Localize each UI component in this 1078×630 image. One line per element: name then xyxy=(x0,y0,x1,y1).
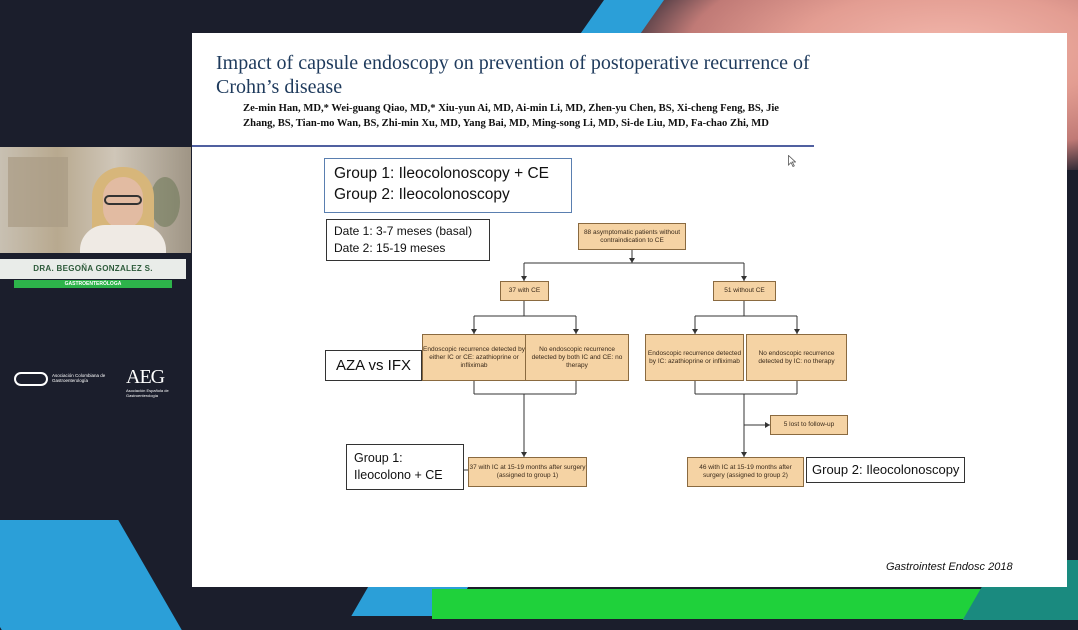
flow-box-group2: 46 with IC at 15-19 months after surgery… xyxy=(687,457,804,487)
group2-annotation: Group 2: Ileocolonoscopy xyxy=(806,457,965,483)
aeg-logo-mark: AEG xyxy=(126,366,165,388)
presenter-name: DRA. BEGOÑA GONZALEZ S. xyxy=(0,259,186,279)
logo-text: Asociación Española de Gastroenterología xyxy=(126,388,169,398)
group2-label: Group 2: Ileocolonoscopy xyxy=(334,186,510,203)
group1-annotation-line1: Group 1: xyxy=(354,451,403,465)
video-background xyxy=(8,157,68,227)
background-stripe xyxy=(0,520,182,630)
slide-authors: Ze-min Han, MD,* Wei-guang Qiao, MD,* Xi… xyxy=(243,103,780,129)
flow-box-with-ce: 37 with CE xyxy=(500,281,549,301)
presenter-video xyxy=(0,147,191,253)
date2-label: Date 2: 15-19 meses xyxy=(334,241,446,255)
flow-box-without-ce: 51 without CE xyxy=(713,281,776,301)
presenter-subtitle: GASTROENTERÓLOGA xyxy=(14,280,172,288)
logo-text: Asociación Colombiana de Gastroenterolog… xyxy=(52,373,106,383)
date1-label: Date 1: 3-7 meses (basal) xyxy=(334,224,473,238)
presentation-slide: Impact of capsule endoscopy on preventio… xyxy=(192,33,1067,587)
aeg-logo: AEG Asociación Española de Gastroenterol… xyxy=(126,366,190,406)
presenter-image xyxy=(80,225,166,253)
flow-box-total: 88 asymptomatic patients without contrai… xyxy=(578,223,686,250)
slide-title: Impact of capsule endoscopy on preventio… xyxy=(216,52,810,98)
group1-label: Group 1: Ileocolonoscopy + CE xyxy=(334,165,549,182)
flow-box-ce-recurrence: Endoscopic recurrence detected by either… xyxy=(422,334,526,381)
journal-citation: Gastrointest Endosc 2018 xyxy=(886,561,1013,573)
mouse-cursor-icon xyxy=(788,155,796,167)
group1-annotation: Group 1: Ileocolono + CE xyxy=(346,444,464,490)
flow-box-lost: 5 lost to follow-up xyxy=(770,415,848,435)
group1-annotation-line2: Ileocolono + CE xyxy=(354,468,443,482)
dates-annotation: Date 1: 3-7 meses (basal) Date 2: 15-19 … xyxy=(326,219,490,261)
colombian-association-logo: Asociación Colombiana de Gastroenterolog… xyxy=(14,370,124,390)
presenter-image xyxy=(104,195,142,205)
background-green-bar xyxy=(432,589,992,619)
flow-box-ic-no-recurrence: No endoscopic recurrence detected by IC:… xyxy=(746,334,847,381)
aza-vs-ifx-annotation: AZA vs IFX xyxy=(325,350,422,381)
flowchart-connectors xyxy=(464,250,800,471)
association-logo-icon xyxy=(14,372,48,386)
flow-box-ce-no-recurrence: No endoscopic recurrence detected by bot… xyxy=(525,334,629,381)
video-background xyxy=(150,177,180,227)
groups-annotation: Group 1: Ileocolonoscopy + CE Group 2: I… xyxy=(324,158,572,213)
flow-box-group1: 37 with IC at 15-19 months after surgery… xyxy=(468,457,587,487)
title-divider xyxy=(192,145,814,147)
flow-box-ic-recurrence: Endoscopic recurrence detected by IC: az… xyxy=(645,334,744,381)
